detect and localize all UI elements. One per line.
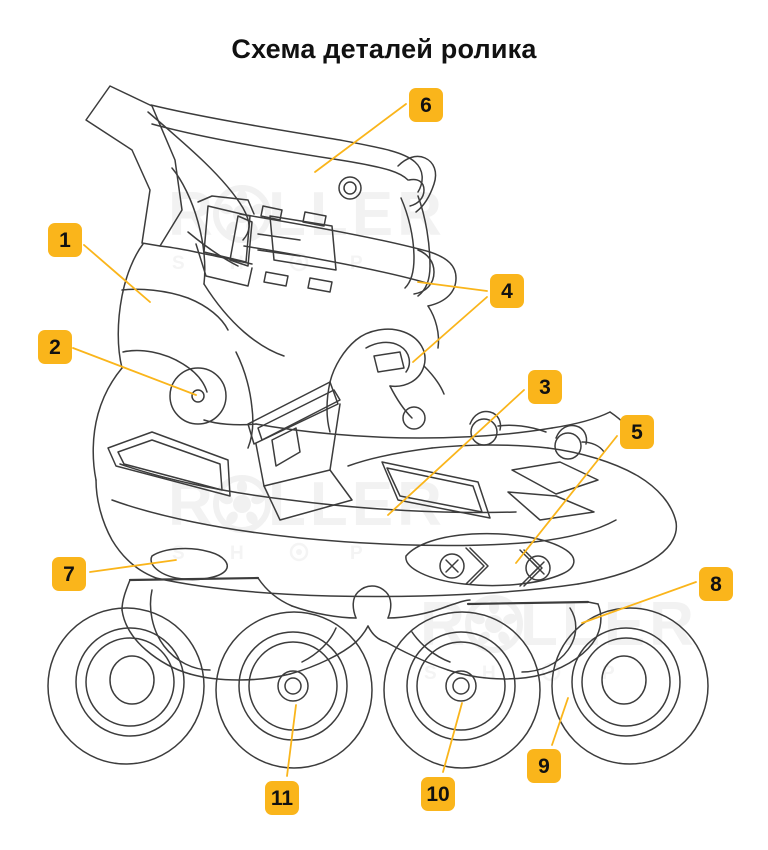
callout-badge-3[interactable]: 3 xyxy=(528,370,562,404)
leader-line-7 xyxy=(89,559,177,573)
callout-badge-6[interactable]: 6 xyxy=(409,88,443,122)
callout-badge-7[interactable]: 7 xyxy=(52,557,86,591)
lace-eyelets xyxy=(469,410,605,460)
leader-line-group xyxy=(72,103,697,777)
callout-badge-10[interactable]: 10 xyxy=(421,777,455,811)
leader-line-11 xyxy=(286,704,297,777)
upper-cuff-collar xyxy=(147,104,437,297)
boot-shell xyxy=(95,411,678,598)
heel-vent xyxy=(150,547,228,581)
frame-mount-plate xyxy=(405,532,575,587)
leader-line-4a xyxy=(417,281,488,292)
callout-badge-9[interactable]: 9 xyxy=(527,749,561,783)
instep-buckle xyxy=(247,328,445,521)
callout-badge-5[interactable]: 5 xyxy=(620,415,654,449)
leader-line-4b xyxy=(412,296,488,363)
leader-line-1 xyxy=(83,244,151,303)
leader-line-3 xyxy=(387,389,525,516)
wheels xyxy=(47,607,709,769)
page-title: Схема деталей ролика xyxy=(231,34,537,64)
callout-badge-11[interactable]: 11 xyxy=(265,781,299,815)
leader-line-2 xyxy=(72,347,197,396)
leader-line-10 xyxy=(442,702,463,773)
callout-badge-8[interactable]: 8 xyxy=(699,567,733,601)
power-strap xyxy=(195,195,457,349)
cuff-shell xyxy=(92,167,285,481)
callout-badge-1[interactable]: 1 xyxy=(48,223,82,257)
callout-badge-2[interactable]: 2 xyxy=(38,330,72,364)
leader-line-9 xyxy=(551,697,569,746)
leader-line-8 xyxy=(581,581,697,624)
leader-line-5 xyxy=(515,435,618,564)
leader-line-6 xyxy=(314,103,407,173)
rear-pull-tab xyxy=(85,85,183,247)
callout-badge-4[interactable]: 4 xyxy=(490,274,524,308)
